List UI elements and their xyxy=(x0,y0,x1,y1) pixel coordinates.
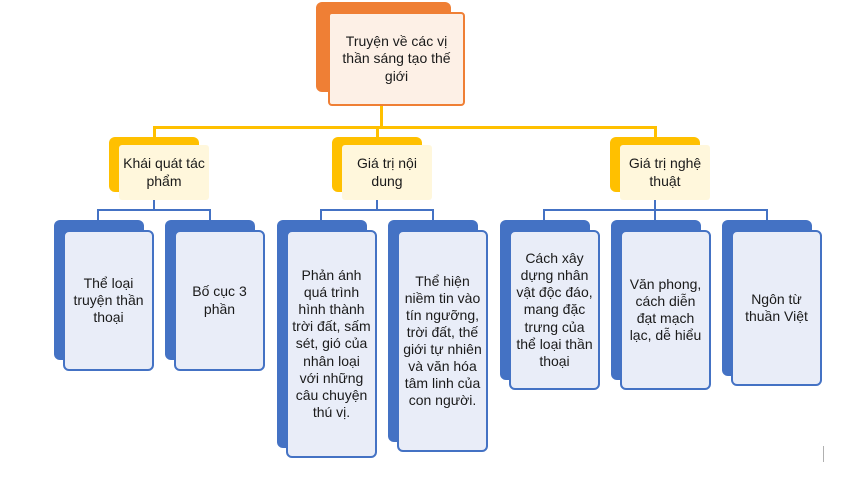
leaf-label: Thể hiện niềm tin vào tín ngưỡng, trời đ… xyxy=(403,272,482,409)
leaf-label: Cách xây dựng nhân vật độc đáo, mang đặc… xyxy=(516,250,593,369)
leaf-node-box: Văn phong, cách diễn đạt mạch lạc, dễ hi… xyxy=(620,230,711,390)
category-node-khai-quat: Khái quát tác phẩm xyxy=(109,137,209,200)
connector-cat2-trunk xyxy=(376,198,378,210)
root-node: Truyện về các vị thần sáng tạo thế giới xyxy=(316,2,465,106)
connector-root-bar xyxy=(153,126,657,129)
connector-cat2-drop xyxy=(376,126,379,140)
leaf-node-cach-xay-dung: Cách xây dựng nhân vật độc đáo, mang đặc… xyxy=(500,220,600,390)
leaf-node-box: Thể loại truyện thần thoại xyxy=(63,230,154,371)
root-node-box: Truyện về các vị thần sáng tạo thế giới xyxy=(328,12,465,106)
leaf-node-bo-cuc: Bố cục 3 phần xyxy=(165,220,265,371)
connector-cat2-leaf1 xyxy=(320,209,322,221)
leaf-node-ngon-tu: Ngôn từ thuần Việt xyxy=(722,220,822,386)
leaf-node-box: Cách xây dựng nhân vật độc đáo, mang đặc… xyxy=(509,230,600,390)
leaf-node-the-loai: Thể loại truyện thần thoại xyxy=(54,220,154,371)
leaf-node-the-hien: Thể hiện niềm tin vào tín ngưỡng, trời đ… xyxy=(388,220,488,452)
leaf-node-phan-anh: Phản ánh quá trình hình thành trời đất, … xyxy=(277,220,377,458)
connector-cat1-trunk xyxy=(153,198,155,210)
connector-cat3-leaf1 xyxy=(543,209,545,221)
category-label: Giá trị nội dung xyxy=(357,155,417,189)
leaf-label: Bố cục 3 phần xyxy=(192,283,247,317)
category-label: Khái quát tác phẩm xyxy=(123,155,205,189)
category-node-box: Khái quát tác phẩm xyxy=(119,145,209,200)
category-node-gia-tri-nghe-thuat: Giá trị nghệ thuật xyxy=(610,137,710,200)
connector-cat3-drop xyxy=(654,126,657,140)
leaf-node-box: Thể hiện niềm tin vào tín ngưỡng, trời đ… xyxy=(397,230,488,452)
connector-cat3-leaf2 xyxy=(654,209,656,221)
category-node-gia-tri-noi-dung: Giá trị nội dung xyxy=(332,137,432,200)
category-node-box: Giá trị nội dung xyxy=(342,145,432,200)
connector-cat1-bar xyxy=(97,209,211,211)
connector-cat1-leaf1 xyxy=(97,209,99,221)
leaf-label: Ngôn từ thuần Việt xyxy=(745,290,808,324)
leaf-label: Văn phong, cách diễn đạt mạch lạc, dễ hi… xyxy=(629,275,702,344)
leaf-node-box: Bố cục 3 phần xyxy=(174,230,265,371)
category-node-box: Giá trị nghệ thuật xyxy=(620,145,710,200)
connector-cat2-leaf2 xyxy=(432,209,434,221)
connector-cat1-drop xyxy=(153,126,156,140)
leaf-node-box: Ngôn từ thuần Việt xyxy=(731,230,822,386)
connector-cat1-leaf2 xyxy=(209,209,211,221)
leaf-label: Phản ánh quá trình hình thành trời đất, … xyxy=(292,267,371,420)
leaf-node-box: Phản ánh quá trình hình thành trời đất, … xyxy=(286,230,377,458)
connector-cat2-bar xyxy=(320,209,434,211)
connector-root-trunk xyxy=(380,104,383,127)
category-label: Giá trị nghệ thuật xyxy=(628,155,702,189)
leaf-label: Thể loại truyện thần thoại xyxy=(73,274,144,326)
root-node-label: Truyện về các vị thần sáng tạo thế giới xyxy=(342,33,451,84)
leaf-node-van-phong: Văn phong, cách diễn đạt mạch lạc, dễ hi… xyxy=(611,220,711,390)
divider-mark xyxy=(823,446,824,462)
connector-cat3-leaf3 xyxy=(766,209,768,221)
connector-cat3-trunk xyxy=(654,198,656,210)
